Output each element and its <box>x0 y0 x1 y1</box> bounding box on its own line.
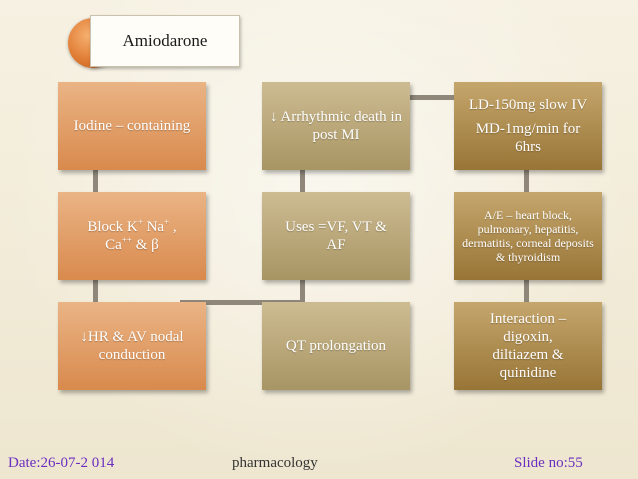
na-label: Na <box>142 219 165 235</box>
box-hr-av-nodal: ↓HR & AV nodal conduction <box>58 302 206 390</box>
box-hr-text: ↓HR & AV nodal conduction <box>80 329 184 363</box>
slide-title: Amiodarone <box>90 15 240 67</box>
footer-date: Date:26-07-2 014 <box>8 455 115 471</box>
box-arrhythmic-text: ↓ Arrhythmic death in post MI <box>269 109 403 143</box>
k-charge: + <box>137 217 143 227</box>
na-charge: + <box>164 217 170 227</box>
dose-maintenance: MD-1mg/min for 6hrs <box>475 121 581 155</box>
connector-col1-col2 <box>180 300 300 305</box>
box-uses-text: Uses =VF, VT & AF <box>285 219 387 253</box>
box-adverse-effects: A/E – heart block, pulmonary, hepatitis,… <box>454 192 602 280</box>
box-arrhythmic-death: ↓ Arrhythmic death in post MI <box>262 82 410 170</box>
footer-subject: pharmacology <box>232 455 318 471</box>
footer-slide-number: Slide no:55 <box>514 455 583 471</box>
box-iodine-text: Iodine – containing <box>73 118 191 134</box>
box-adverse-text: A/E – heart block, pulmonary, hepatitis,… <box>462 208 594 264</box>
box-uses: Uses =VF, VT & AF <box>262 192 410 280</box>
comma: , <box>169 219 177 235</box>
beta-label: & β <box>132 237 159 253</box>
ca-label: Ca <box>105 237 122 253</box>
channel-block-line2: Ca++ & β <box>105 236 159 254</box>
connector-col2-col3 <box>390 95 470 100</box>
box-dosing: LD-150mg slow IV MD-1mg/min for 6hrs <box>454 82 602 170</box>
slide-title-text: Amiodarone <box>122 31 208 50</box>
box-qt-prolongation: QT prolongation <box>262 302 410 390</box>
channel-block-line1: Block K+ Na+ , <box>87 218 176 236</box>
box-qt-text: QT prolongation <box>285 338 387 354</box>
box-interactions: Interaction – digoxin, diltiazem & quini… <box>454 302 602 390</box>
ca-charge: ++ <box>121 235 132 245</box>
box-interactions-text: Interaction – digoxin, diltiazem & quini… <box>489 311 567 381</box>
k-label: Block K <box>87 219 138 235</box>
box-channel-block: Block K+ Na+ , Ca++ & β <box>58 192 206 280</box>
dose-loading: LD-150mg slow IV <box>468 97 588 113</box>
box-iodine-containing: Iodine – containing <box>58 82 206 170</box>
